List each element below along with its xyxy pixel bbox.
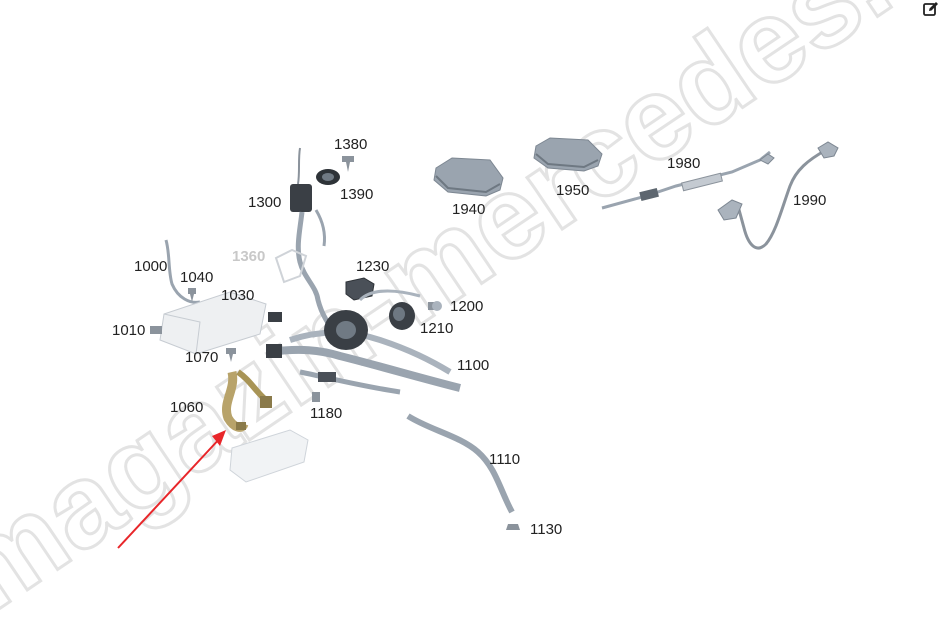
callout-1950[interactable]: 1950 [556,182,590,199]
part-1130-clip[interactable] [506,524,520,530]
part-1040-bolt[interactable] [188,288,196,302]
callout-1110[interactable]: 1110 [489,451,521,468]
part-1210-cap[interactable] [389,302,415,330]
callout-1040[interactable]: 1040 [180,269,214,286]
callout-1380[interactable]: 1380 [334,136,368,153]
part-1000-cable[interactable] [164,239,201,304]
callout-1010[interactable]: 1010 [112,322,146,339]
callout-1940[interactable]: 1940 [452,201,486,218]
callout-1230[interactable]: 1230 [356,258,390,275]
callout-1980[interactable]: 1980 [667,155,701,172]
part-1940-cover[interactable] [433,157,504,197]
edit-icon[interactable] [922,0,942,20]
callout-1130[interactable]: 1130 [530,521,563,538]
callout-1070[interactable]: 1070 [185,349,219,366]
part-1990-cable[interactable] [717,141,839,250]
part-1380-bolt[interactable] [342,156,354,172]
part-1060-highlighted[interactable] [222,369,272,432]
highlight-arrow [117,430,226,549]
part-1010-bolt[interactable] [150,326,162,334]
callout-1210[interactable]: 1210 [420,320,454,337]
callout-1060[interactable]: 1060 [170,399,204,416]
part-1300-harness[interactable] [290,147,338,336]
callout-1300[interactable]: 1300 [248,194,282,211]
part-1100-main-harness[interactable] [266,289,461,395]
part-1200-bolt[interactable] [428,301,442,311]
callout-1200[interactable]: 1200 [450,298,484,315]
callout-1360[interactable]: 1360 [232,248,266,265]
callout-1100[interactable]: 1100 [457,357,490,374]
part-1980-cable[interactable] [601,150,775,210]
part-lower-box [229,429,309,483]
callout-1990[interactable]: 1990 [793,192,827,209]
part-1180-clip[interactable] [312,392,320,402]
callout-1000[interactable]: 1000 [134,258,168,275]
part-1030-box[interactable] [159,291,267,355]
callout-1390[interactable]: 1390 [340,186,374,203]
callout-1180[interactable]: 1180 [310,405,343,422]
part-1070-bolt[interactable] [226,348,236,362]
part-1360-bracket[interactable] [274,248,308,284]
part-1950-cover[interactable] [533,137,603,172]
callout-1030[interactable]: 1030 [221,287,255,304]
part-1230-module[interactable] [345,277,375,301]
part-1110-cable[interactable] [406,413,515,514]
part-1390-grommet[interactable] [316,169,340,185]
